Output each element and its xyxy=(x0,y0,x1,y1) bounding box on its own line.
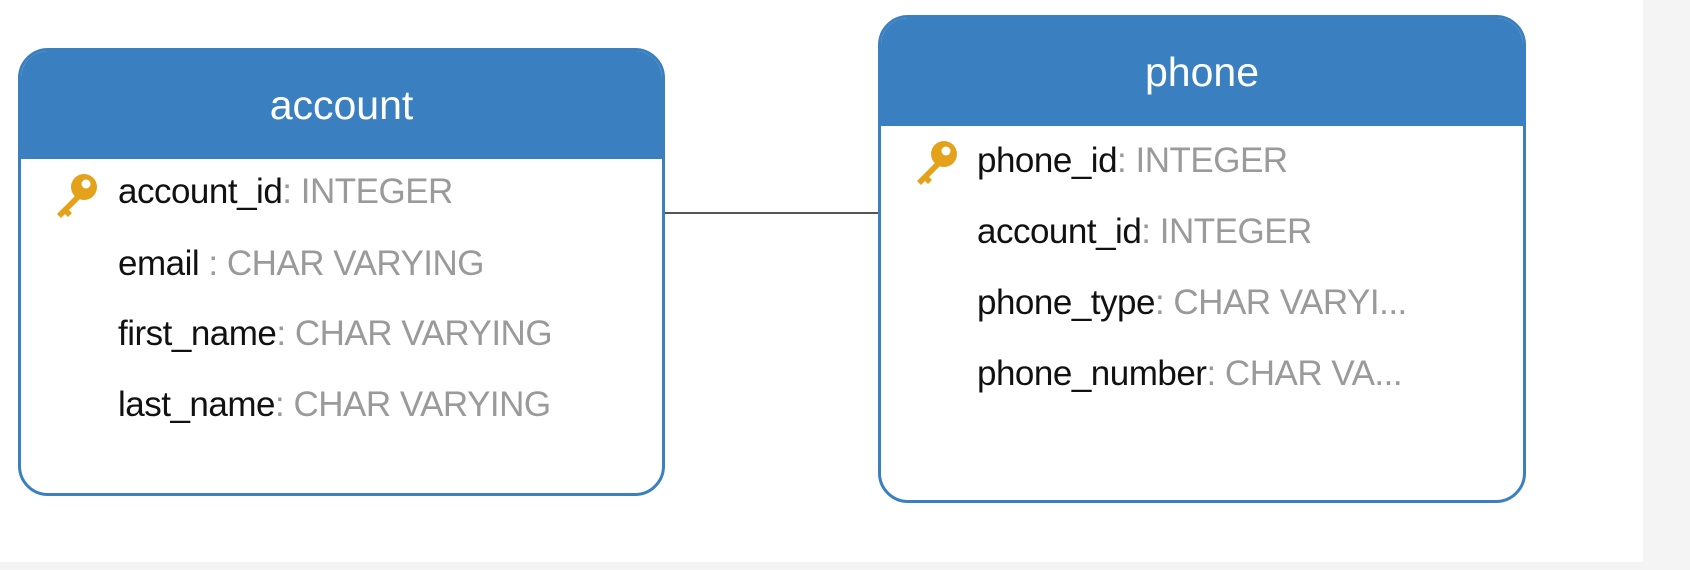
relationship-connector[interactable] xyxy=(664,212,878,214)
column-row[interactable]: account_id: INTEGER xyxy=(977,207,1312,257)
column-type: CHAR VARYI... xyxy=(1173,283,1407,322)
column-name: phone_type xyxy=(977,283,1155,322)
column-type: CHAR VARYING xyxy=(294,314,553,353)
column-row[interactable]: phone_type: CHAR VARYI... xyxy=(977,278,1407,328)
column-name: account_id xyxy=(118,172,283,211)
table-phone[interactable]: phone phone_id: INTEGER account_id: INTE… xyxy=(878,15,1526,503)
column-separator: : xyxy=(1117,141,1136,180)
column-name: account_id xyxy=(977,212,1142,251)
column-row[interactable]: phone_id: INTEGER xyxy=(977,136,1288,186)
table-account[interactable]: account account_id: INTEGER email : CHAR… xyxy=(18,48,665,496)
column-separator: : xyxy=(1206,354,1225,393)
column-separator: : xyxy=(1154,283,1174,322)
table-title: account xyxy=(269,81,414,128)
column-type: INTEGER xyxy=(1135,141,1289,180)
column-row[interactable]: account_id: INTEGER xyxy=(118,167,453,217)
column-separator: : xyxy=(282,172,301,211)
table-title: phone xyxy=(1144,48,1259,95)
column-name: first_name xyxy=(118,314,277,353)
column-type: INTEGER xyxy=(300,172,454,211)
column-name: phone_number xyxy=(977,354,1207,393)
column-name: last_name xyxy=(118,385,275,424)
column-row[interactable]: phone_number: CHAR VA... xyxy=(977,349,1403,399)
primary-key-icon xyxy=(917,141,957,185)
diagram-canvas: account account_id: INTEGER email : CHAR… xyxy=(0,0,1643,562)
table-header: phone xyxy=(881,18,1523,126)
column-row[interactable]: last_name: CHAR VARYING xyxy=(118,380,551,430)
column-separator: : xyxy=(274,385,294,424)
column-row[interactable]: email : CHAR VARYING xyxy=(118,239,485,289)
primary-key-icon xyxy=(57,174,97,218)
column-type: INTEGER xyxy=(1159,212,1313,251)
column-type: CHAR VA... xyxy=(1224,354,1403,393)
column-separator: : xyxy=(276,314,295,353)
table-header: account xyxy=(21,51,662,159)
column-type: CHAR VARYING xyxy=(293,385,551,424)
column-separator: : xyxy=(199,244,227,283)
column-type: CHAR VARYING xyxy=(226,244,485,283)
column-name: email xyxy=(118,244,200,283)
column-row[interactable]: first_name: CHAR VARYING xyxy=(118,309,553,359)
column-separator: : xyxy=(1141,212,1160,251)
column-name: phone_id xyxy=(977,141,1118,180)
